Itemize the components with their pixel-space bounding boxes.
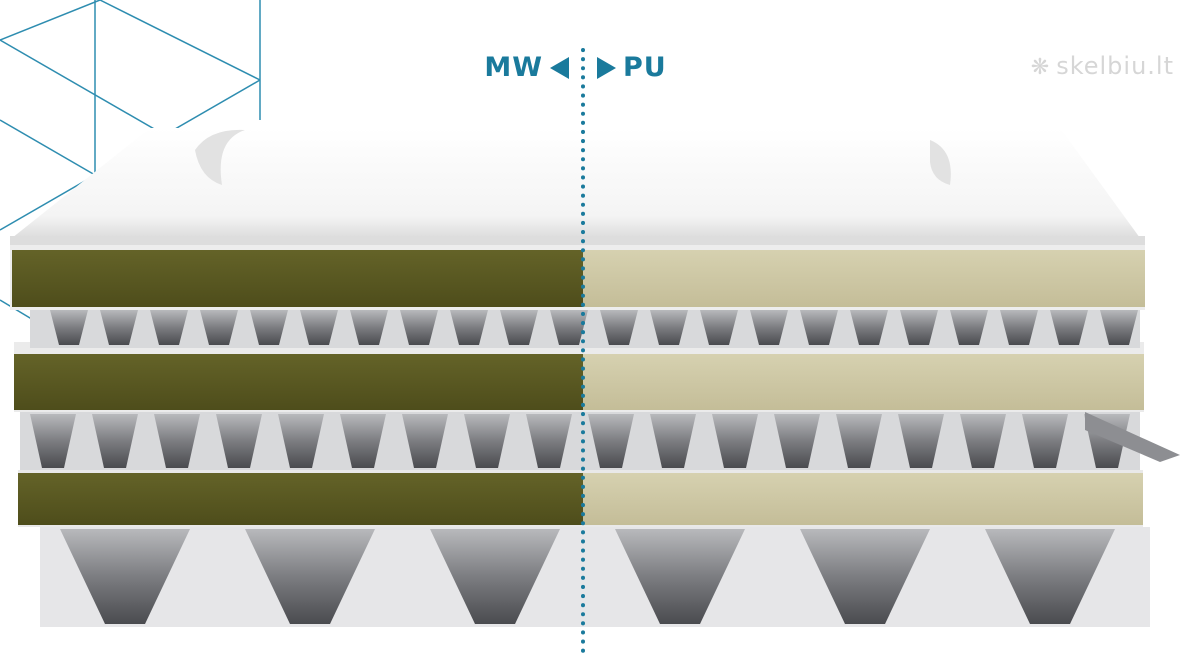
deck-rib — [950, 310, 988, 345]
deck-rib — [800, 529, 930, 624]
deck-rib — [250, 310, 288, 345]
arrow-left-icon — [550, 57, 569, 79]
watermark-text: skelbiu.lt — [1056, 52, 1174, 80]
deck-rib — [650, 414, 696, 468]
deck-rib — [216, 414, 262, 468]
mineral-wool-board — [18, 473, 583, 525]
roof-membrane — [10, 128, 1145, 245]
watermark: ❋skelbiu.lt — [1031, 52, 1174, 80]
deck-rib — [402, 414, 448, 468]
deck-rib — [154, 414, 200, 468]
insulation-layer-2 — [14, 342, 1144, 412]
pu-board — [583, 473, 1143, 525]
deck-rib — [350, 310, 388, 345]
deck-rib — [92, 414, 138, 468]
deck-rib — [836, 414, 882, 468]
deck-rib — [50, 310, 88, 345]
deck-rib — [550, 310, 588, 345]
pu-board — [583, 354, 1144, 410]
deck-rib — [60, 529, 190, 624]
deck-rib — [30, 414, 76, 468]
snowflake-icon: ❋ — [1030, 55, 1051, 80]
deck-rib — [450, 310, 488, 345]
deck-rib — [278, 414, 324, 468]
mineral-wool-board — [12, 250, 583, 307]
insulation-layer-1 — [10, 243, 1145, 310]
deck-rib — [898, 414, 944, 468]
mw-label: MW — [484, 52, 543, 83]
deck-rib — [750, 310, 788, 345]
deck-rib — [200, 310, 238, 345]
bottom-steel-deck — [40, 527, 1150, 627]
insulation-layer-3 — [18, 470, 1143, 527]
deck-rib — [960, 414, 1006, 468]
deck-rib — [100, 310, 138, 345]
deck-rib — [400, 310, 438, 345]
deck-rib — [300, 310, 338, 345]
arrow-right-icon — [597, 57, 616, 79]
deck-rib — [1100, 310, 1138, 345]
steel-deck-middle-upper — [30, 308, 1140, 348]
deck-rib — [1000, 310, 1038, 345]
deck-rib — [712, 414, 758, 468]
deck-rib — [650, 310, 688, 345]
pu-board — [583, 250, 1145, 307]
deck-rib — [600, 310, 638, 345]
deck-rib — [1050, 310, 1088, 345]
deck-rib — [430, 529, 560, 624]
deck-rib — [150, 310, 188, 345]
deck-rib — [588, 414, 634, 468]
deck-rib — [700, 310, 738, 345]
deck-rib — [900, 310, 938, 345]
mineral-wool-board — [14, 354, 583, 410]
deck-rib — [526, 414, 572, 468]
deck-rib — [340, 414, 386, 468]
membrane-seam — [195, 129, 245, 185]
deck-rib — [615, 529, 745, 624]
deck-rib — [464, 414, 510, 468]
deck-rib — [1022, 414, 1068, 468]
deck-rib — [774, 414, 820, 468]
membrane-seam — [930, 140, 951, 185]
deck-rib — [985, 529, 1115, 624]
steel-deck-middle-lower — [20, 412, 1180, 470]
deck-rib — [500, 310, 538, 345]
pu-label: PU — [623, 52, 667, 83]
deck-rib — [245, 529, 375, 624]
deck-rib — [850, 310, 888, 345]
deck-rib — [800, 310, 838, 345]
